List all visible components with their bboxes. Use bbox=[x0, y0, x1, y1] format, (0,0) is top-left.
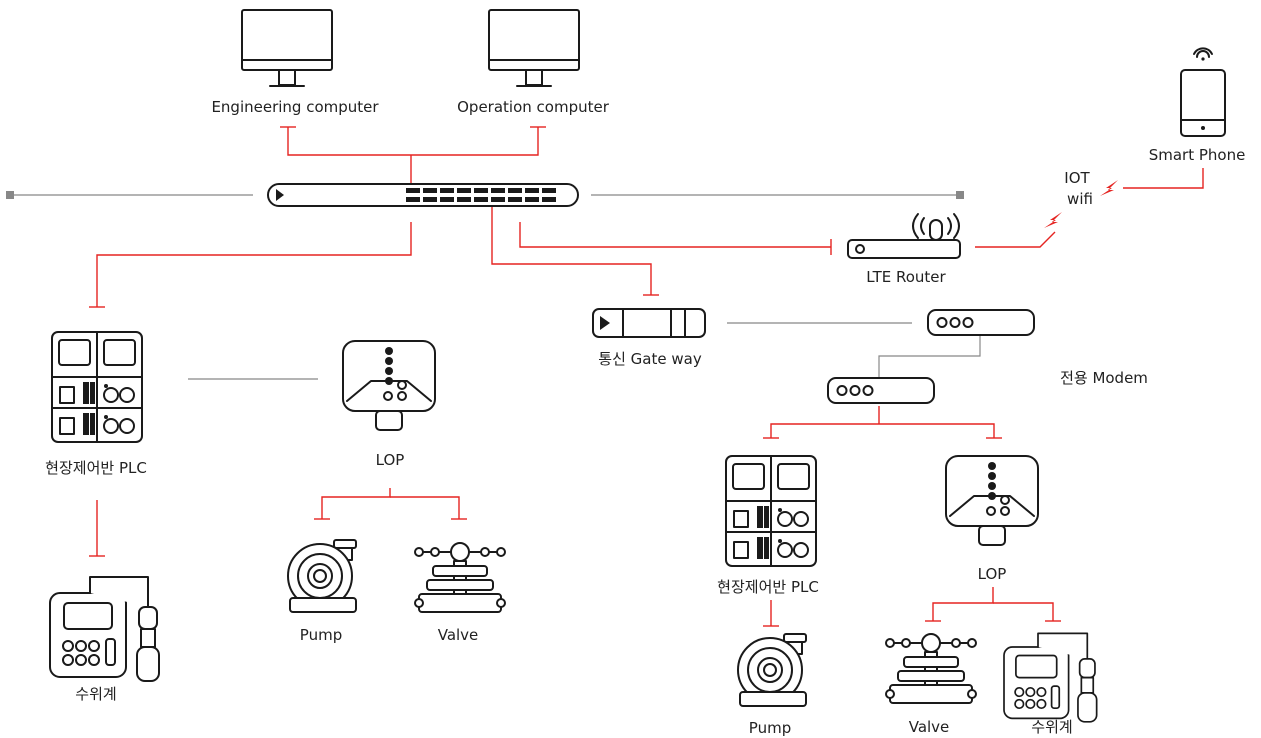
lop-left-label: LOP bbox=[375, 451, 405, 469]
wifi-label: wifi bbox=[1067, 190, 1093, 208]
modem-label: 전용 Modem bbox=[1060, 369, 1148, 387]
level-meter-icon bbox=[1003, 632, 1098, 723]
plc-left-label: 현장제어반 PLC bbox=[45, 459, 147, 477]
operation-computer-label: Operation computer bbox=[457, 98, 609, 116]
valve-right-label: Valve bbox=[908, 718, 950, 736]
valve-icon bbox=[414, 542, 506, 613]
level-left-label: 수위계 bbox=[75, 685, 117, 703]
pump-icon bbox=[737, 633, 807, 707]
lte-router-label: LTE Router bbox=[866, 268, 946, 286]
wireless-bolt-icon bbox=[1044, 212, 1062, 228]
modem-icon bbox=[827, 377, 935, 404]
local-operation-panel-icon bbox=[945, 455, 1039, 546]
router-icon bbox=[847, 213, 961, 259]
pump-icon bbox=[287, 539, 357, 613]
valve-left-label: Valve bbox=[437, 626, 479, 644]
iot-label: IOT bbox=[1064, 169, 1090, 187]
pump-right-label: Pump bbox=[748, 719, 792, 737]
level-meter-icon bbox=[49, 576, 160, 682]
gateway-icon bbox=[592, 308, 706, 338]
smartphone-icon bbox=[1180, 47, 1226, 137]
monitor-icon bbox=[488, 9, 580, 87]
smart-phone-label: Smart Phone bbox=[1148, 146, 1246, 164]
wireless-bolt-icon bbox=[1100, 180, 1118, 196]
engineering-computer-label: Engineering computer bbox=[211, 98, 379, 116]
lop-right-label: LOP bbox=[977, 565, 1007, 583]
monitor-icon bbox=[241, 9, 333, 87]
pump-left-label: Pump bbox=[299, 626, 343, 644]
control-panel-icon bbox=[51, 331, 143, 443]
control-panel-icon bbox=[725, 455, 817, 567]
network-switch-icon bbox=[267, 183, 579, 207]
modem-icon bbox=[927, 309, 1035, 336]
level-right-label: 수위계 bbox=[1031, 718, 1073, 736]
valve-icon bbox=[885, 633, 977, 704]
plc-right-label: 현장제어반 PLC bbox=[717, 578, 819, 596]
connection-lines bbox=[6, 126, 1204, 627]
local-operation-panel-icon bbox=[342, 340, 436, 431]
gateway-label: 통신 Gate way bbox=[598, 350, 702, 368]
